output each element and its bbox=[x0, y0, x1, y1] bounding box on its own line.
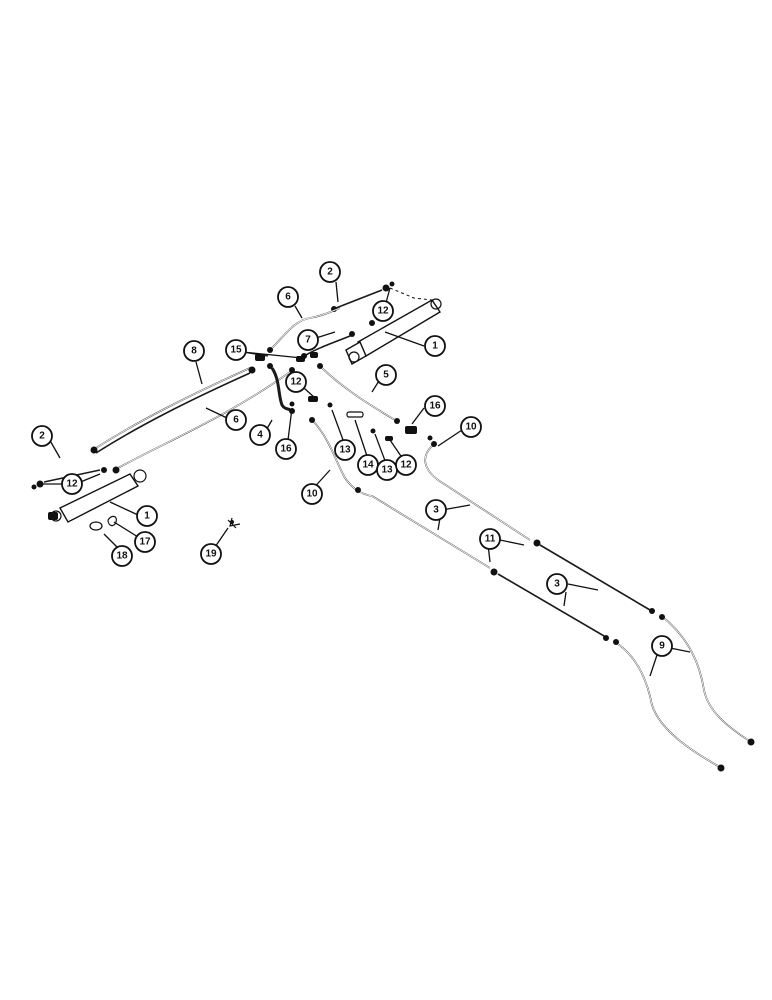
svg-text:12: 12 bbox=[290, 377, 302, 388]
callout-9[interactable]: 9 bbox=[651, 635, 673, 657]
hose-7 bbox=[301, 331, 355, 359]
callout-7[interactable]: 7 bbox=[297, 329, 319, 351]
callout-12-left[interactable]: 12 bbox=[61, 473, 83, 495]
fitting-19 bbox=[227, 517, 241, 529]
hose-6-mid bbox=[112, 367, 295, 474]
callout-10-mid[interactable]: 10 bbox=[301, 483, 323, 505]
svg-text:1: 1 bbox=[144, 511, 150, 522]
callout-18[interactable]: 18 bbox=[111, 545, 133, 567]
callout-5[interactable]: 5 bbox=[375, 364, 397, 386]
svg-text:10: 10 bbox=[306, 489, 318, 500]
svg-text:9: 9 bbox=[659, 641, 665, 652]
svg-text:1: 1 bbox=[432, 341, 438, 352]
callout-12-top[interactable]: 12 bbox=[372, 300, 394, 322]
fittings-group-13-14 bbox=[289, 396, 433, 441]
callout-3-bottom[interactable]: 3 bbox=[546, 573, 568, 595]
callout-2-top[interactable]: 2 bbox=[319, 261, 341, 283]
svg-text:19: 19 bbox=[205, 549, 217, 560]
hose-4 bbox=[267, 363, 295, 414]
dash-line-top bbox=[389, 287, 433, 301]
callout-3-top[interactable]: 3 bbox=[425, 499, 447, 521]
callout-2-left[interactable]: 2 bbox=[31, 425, 53, 447]
callout-12-right[interactable]: 12 bbox=[395, 454, 417, 476]
callout-1-top[interactable]: 1 bbox=[424, 335, 446, 357]
svg-text:12: 12 bbox=[377, 306, 389, 317]
callout-6-mid[interactable]: 6 bbox=[225, 409, 247, 431]
callout-6-top[interactable]: 6 bbox=[277, 286, 299, 308]
hose-10-mid bbox=[309, 417, 491, 569]
svg-text:6: 6 bbox=[233, 415, 239, 426]
callout-8[interactable]: 8 bbox=[183, 340, 205, 362]
svg-text:6: 6 bbox=[285, 292, 291, 303]
hose-9-upper bbox=[659, 614, 755, 746]
callout-15[interactable]: 15 bbox=[225, 339, 247, 361]
svg-text:2: 2 bbox=[327, 267, 333, 278]
hose-3-lower bbox=[490, 568, 609, 641]
svg-text:18: 18 bbox=[116, 551, 128, 562]
callout-17[interactable]: 17 bbox=[134, 531, 156, 553]
callout-14[interactable]: 14 bbox=[357, 454, 379, 476]
svg-text:4: 4 bbox=[257, 430, 263, 441]
hose-6-top bbox=[267, 307, 341, 353]
svg-text:3: 3 bbox=[554, 579, 560, 590]
callout-1-left[interactable]: 1 bbox=[136, 505, 158, 527]
svg-text:13: 13 bbox=[381, 465, 393, 476]
hose-3-upper bbox=[533, 539, 655, 614]
hydraulic-cylinder-left bbox=[48, 469, 147, 523]
callout-16-right[interactable]: 16 bbox=[424, 395, 446, 417]
callout-4[interactable]: 4 bbox=[249, 424, 271, 446]
svg-text:17: 17 bbox=[139, 537, 151, 548]
svg-text:16: 16 bbox=[280, 444, 292, 455]
hose-5 bbox=[317, 363, 400, 424]
svg-text:11: 11 bbox=[485, 534, 496, 545]
svg-text:8: 8 bbox=[191, 346, 197, 357]
o-ring-18 bbox=[89, 521, 103, 531]
svg-text:3: 3 bbox=[433, 505, 439, 516]
callout-10-right[interactable]: 10 bbox=[460, 416, 482, 438]
svg-text:13: 13 bbox=[339, 445, 351, 456]
hose-9-lower bbox=[613, 639, 725, 772]
hose-10-right bbox=[424, 441, 531, 541]
callout-16-mid[interactable]: 16 bbox=[275, 438, 297, 460]
svg-text:12: 12 bbox=[66, 479, 78, 490]
svg-text:2: 2 bbox=[39, 431, 45, 442]
callout-13-b[interactable]: 13 bbox=[376, 459, 398, 481]
svg-text:7: 7 bbox=[305, 335, 311, 346]
svg-text:5: 5 bbox=[383, 370, 389, 381]
callout-11[interactable]: 11 bbox=[479, 528, 501, 550]
callout-19[interactable]: 19 bbox=[200, 543, 222, 565]
svg-text:10: 10 bbox=[465, 422, 477, 433]
svg-text:16: 16 bbox=[429, 401, 441, 412]
hydraulic-cylinder-top bbox=[345, 298, 442, 365]
svg-text:14: 14 bbox=[362, 460, 374, 471]
svg-text:12: 12 bbox=[400, 460, 412, 471]
callout-12-mid[interactable]: 12 bbox=[285, 371, 307, 393]
callout-13-a[interactable]: 13 bbox=[334, 439, 356, 461]
o-ring-17 bbox=[107, 515, 117, 527]
svg-text:15: 15 bbox=[230, 345, 242, 356]
hose-8 bbox=[90, 366, 256, 454]
